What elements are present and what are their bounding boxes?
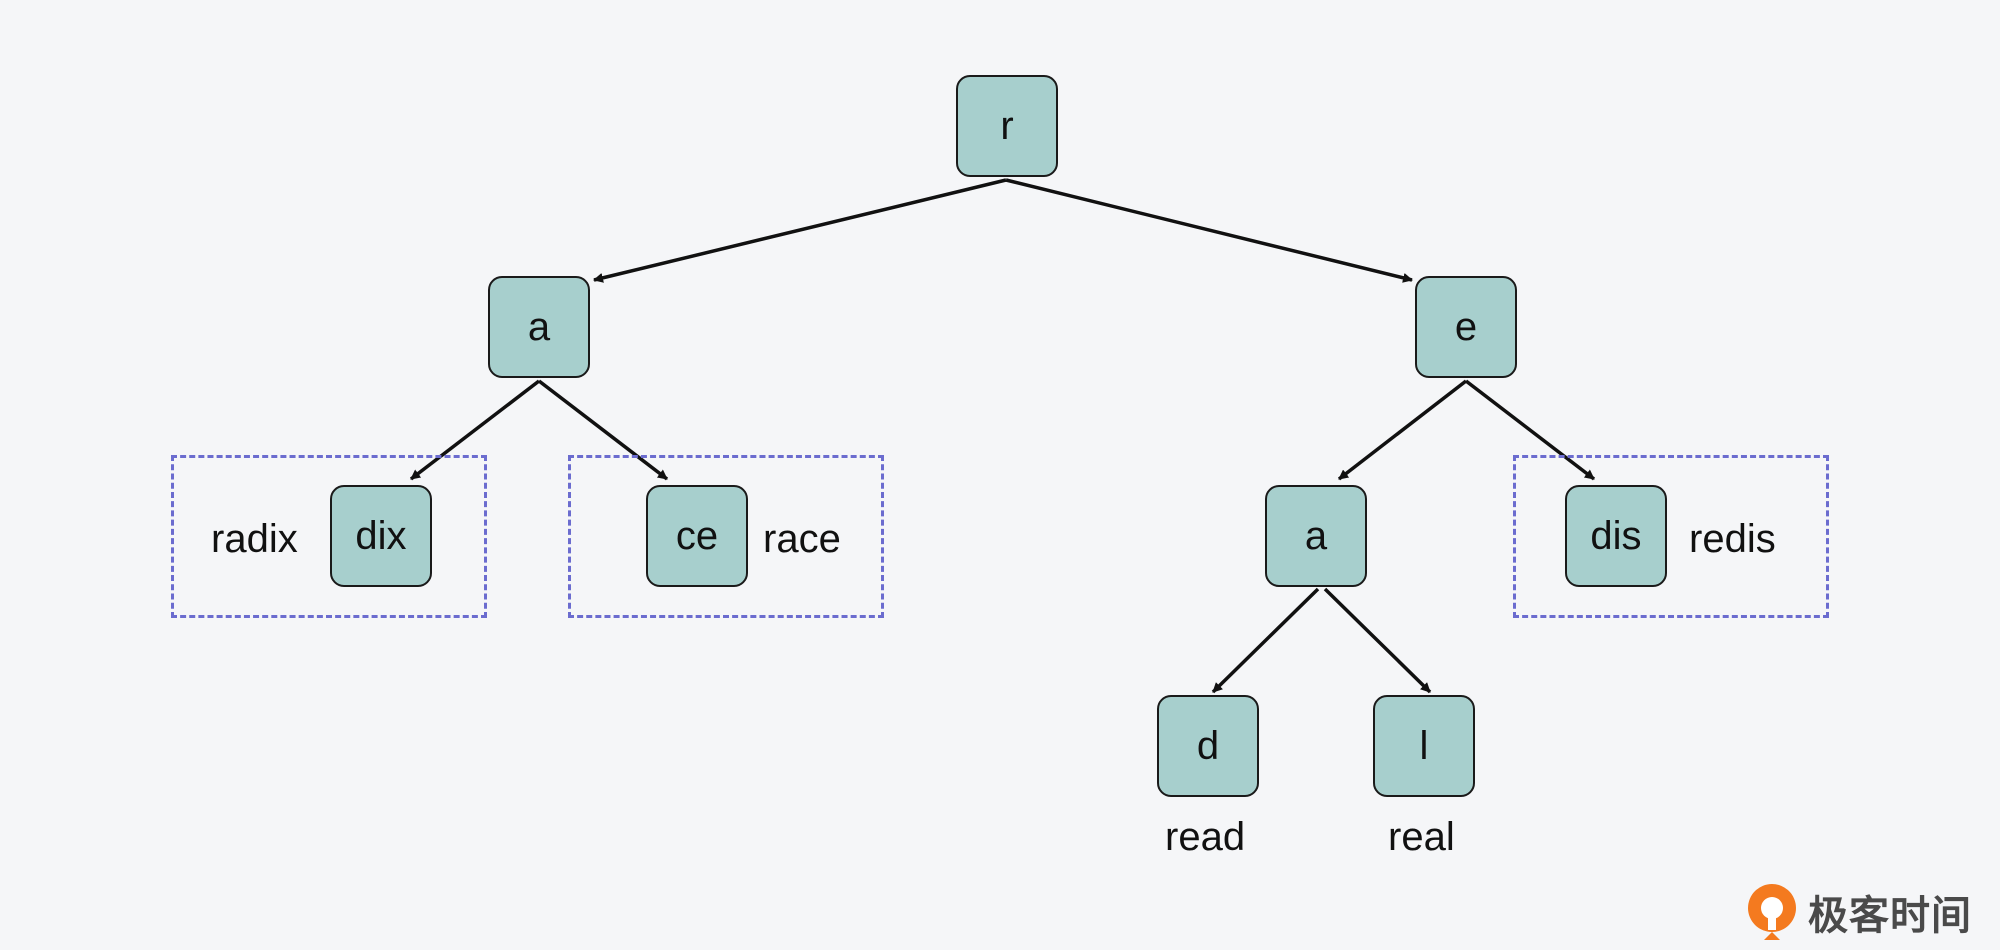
node-e: e: [1415, 276, 1517, 378]
geektime-logo-icon: [1748, 884, 1796, 940]
group-box-race: [568, 455, 884, 618]
edge-r-to-a: [593, 178, 1007, 283]
word-redis: redis: [1689, 517, 1776, 561]
node-dis: dis: [1565, 485, 1667, 587]
edge-r-to-e: [1005, 178, 1413, 283]
group-box-radix: [171, 455, 487, 618]
node-a-inner: a: [1265, 485, 1367, 587]
node-ce: ce: [646, 485, 748, 587]
word-real: real: [1388, 815, 1455, 859]
edge-e-to-a: [1337, 379, 1468, 481]
edge-a-to-ce: [537, 379, 669, 481]
node-r: r: [956, 75, 1058, 177]
geektime-logo-text: 极客时间: [1808, 893, 1972, 939]
edge-a-to-l: [1323, 587, 1432, 694]
edge-a-to-dix: [409, 379, 541, 481]
word-race: race: [763, 517, 841, 561]
node-l: l: [1373, 695, 1475, 797]
node-d: d: [1157, 695, 1259, 797]
node-a-left: a: [488, 276, 590, 378]
edge-e-to-dis: [1464, 379, 1596, 481]
word-read: read: [1165, 815, 1246, 859]
node-dix: dix: [330, 485, 432, 587]
geektime-logo: 极客时间: [1746, 882, 1972, 942]
word-radix: radix: [211, 517, 298, 561]
edge-a-to-d: [1211, 587, 1320, 694]
group-box-redis: [1513, 455, 1829, 618]
